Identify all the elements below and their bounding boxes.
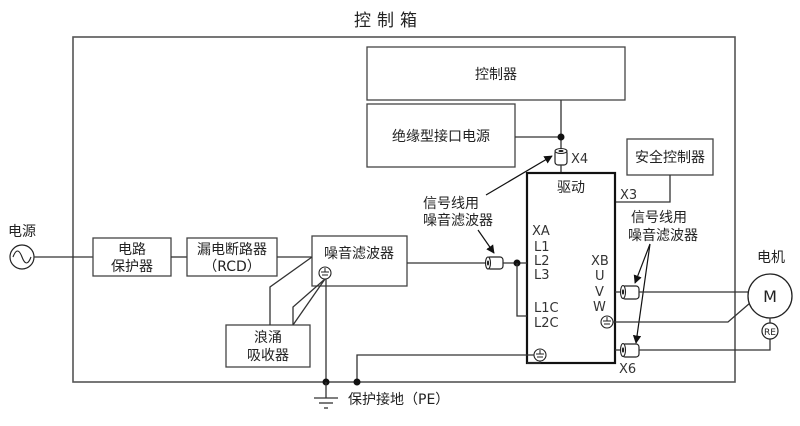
surge-absorber-label-1: 浪涌 — [254, 330, 282, 346]
xb-ferrite-core-icon — [619, 284, 640, 300]
protective-earth-label: 保护接地（PE） — [348, 391, 449, 408]
signal-filter-right-label-2: 噪音滤波器 — [628, 227, 698, 244]
pin-l1: L1 — [534, 240, 550, 255]
circuit-protector-label-1: 电路 — [118, 242, 146, 258]
isolated-psu-label: 绝缘型接口电源 — [392, 128, 490, 145]
isolated-psu-block: 绝缘型接口电源 — [366, 103, 516, 168]
circuit-protector-block: 电路 保护器 — [92, 237, 172, 277]
safety-controller-block: 安全控制器 — [626, 138, 714, 176]
rcd-block: 漏电断路器 （RCD） — [186, 237, 278, 277]
callout-arrow-x6 — [632, 243, 651, 344]
signal-filter-left-label-2: 噪音滤波器 — [423, 212, 493, 229]
control-box-enclosure — [72, 36, 736, 383]
controller-label: 控制器 — [475, 67, 517, 83]
noise-filter-label: 噪音滤波器 — [324, 245, 394, 262]
noise-filter-ground-icon — [318, 266, 332, 280]
input-ferrite-core-icon — [484, 256, 504, 270]
driver-label: 驱动 — [557, 180, 585, 196]
callout-arrow-x4 — [485, 155, 553, 196]
controller-block: 控制器 — [366, 46, 626, 101]
encoder-symbol: RE — [764, 328, 776, 338]
pin-l2: L2 — [534, 254, 550, 269]
driver-ground-icon — [533, 348, 547, 362]
motor-label: 电机 — [757, 250, 785, 266]
pin-v: V — [595, 285, 604, 300]
x4-label: X4 — [571, 152, 588, 167]
pin-l2c: L2C — [534, 316, 559, 331]
protective-earth-icon — [314, 397, 338, 409]
surge-absorber-block: 浪涌 吸收器 — [225, 324, 311, 368]
surge-absorber-label-2: 吸收器 — [247, 348, 289, 364]
safety-controller-label: 安全控制器 — [635, 149, 705, 166]
motor-icon: M — [747, 273, 793, 319]
signal-filter-left-label-1: 信号线用 — [423, 196, 479, 212]
callout-arrow-xb — [633, 243, 651, 284]
ac-source-icon — [9, 244, 35, 270]
pin-w: W — [593, 300, 606, 315]
pin-xb: XB — [591, 254, 609, 269]
pin-l1c: L1C — [534, 301, 559, 316]
x4-ferrite-core-icon — [554, 147, 568, 166]
callout-arrow-input — [477, 229, 495, 254]
pin-l3: L3 — [534, 268, 550, 283]
x3-label: X3 — [620, 188, 637, 203]
pin-u: U — [595, 269, 605, 284]
driver-ground-wire — [356, 354, 534, 382]
power-source-label: 电源 — [8, 224, 36, 240]
junction-dot — [557, 133, 565, 141]
signal-filter-right-label-1: 信号线用 — [631, 210, 687, 226]
x3-wire — [615, 175, 671, 203]
driver-block: 驱动 XA L1 L2 L3 L1C L2C XB U V W — [525, 171, 617, 365]
xb-ground-icon — [600, 315, 614, 329]
pin-xa: XA — [532, 224, 550, 239]
circuit-protector-label-2: 保护器 — [111, 259, 153, 275]
rcd-label-1: 漏电断路器 — [197, 242, 267, 258]
diagram-title: 控制箱 — [354, 11, 423, 31]
rcd-label-2: （RCD） — [203, 259, 261, 275]
motor-symbol: M — [763, 287, 777, 306]
x6-label: X6 — [619, 362, 636, 377]
x6-ferrite-core-icon — [619, 342, 640, 358]
encoder-icon: RE — [761, 322, 779, 340]
